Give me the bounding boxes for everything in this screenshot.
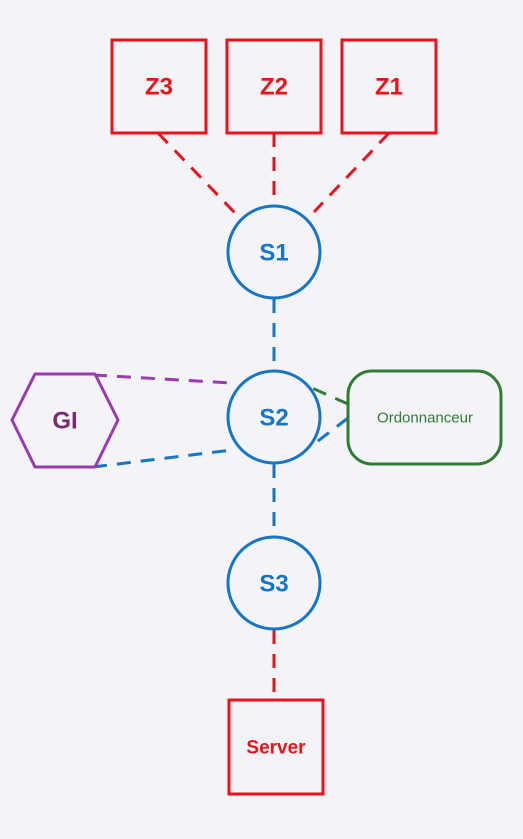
node-server: Server <box>227 698 325 796</box>
node-gi-label: GI <box>52 408 77 435</box>
node-z3-box <box>110 38 208 135</box>
edge-z3-s1 <box>156 131 238 216</box>
node-gi: GI <box>10 372 120 469</box>
node-server-box <box>227 698 325 796</box>
edge-ordonnanceur-s2-blue <box>313 416 349 446</box>
node-s1: S1 <box>226 204 322 300</box>
edge-gi-s2-blue <box>92 448 233 469</box>
node-z3: Z3 <box>110 38 208 135</box>
node-ordonnanceur: Ordonnanceur <box>346 369 503 466</box>
node-s1-circle <box>226 204 322 300</box>
node-z1: Z1 <box>340 38 438 135</box>
node-z1-box <box>340 38 438 135</box>
edge-z1-s1 <box>312 131 391 214</box>
node-s2: S2 <box>226 369 322 465</box>
node-ordonnanceur-label: Ordonnanceur <box>377 410 473 427</box>
node-s1-label: S1 <box>259 240 288 267</box>
node-z1-label: Z1 <box>375 74 403 101</box>
edges <box>92 131 391 700</box>
edge-gi-s2-purple <box>92 373 233 385</box>
node-z2-label: Z2 <box>260 74 288 101</box>
node-gi-hexagon <box>10 372 120 469</box>
node-z2-box <box>225 38 323 135</box>
node-server-label: Server <box>246 738 306 759</box>
node-z3-label: Z3 <box>145 74 173 101</box>
node-s3: S3 <box>226 535 322 631</box>
node-z2: Z2 <box>225 38 323 135</box>
node-s3-circle <box>226 535 322 631</box>
node-s3-label: S3 <box>259 571 288 598</box>
node-ordonnanceur-box <box>346 369 503 466</box>
edge-ordonnanceur-s2-green <box>311 386 349 406</box>
node-s2-circle <box>226 369 322 465</box>
node-s2-label: S2 <box>259 405 288 432</box>
